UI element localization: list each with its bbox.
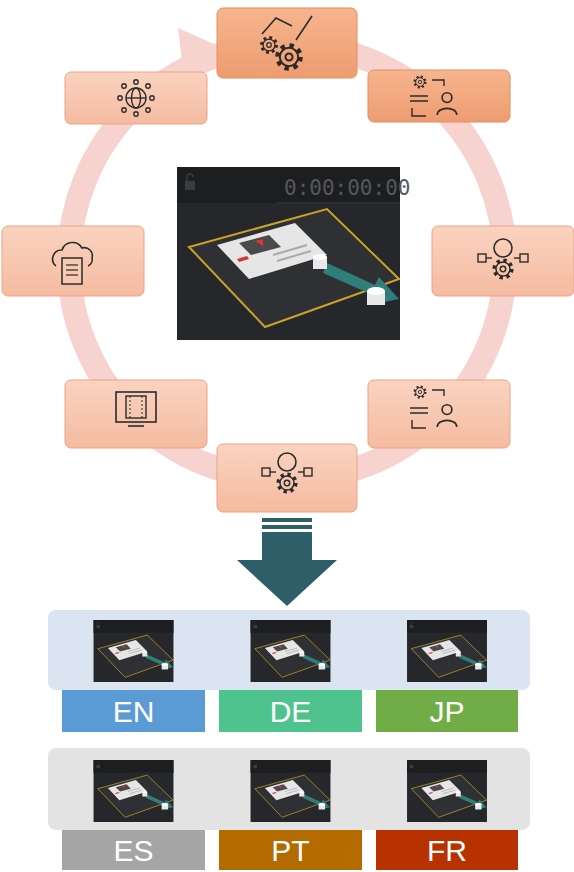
review-icon (410, 77, 457, 116)
step-boxes (2, 8, 574, 512)
language-code: EN (113, 695, 155, 728)
video-thumbnail (407, 620, 487, 682)
cloud-icon (53, 242, 93, 284)
language-box: FR (376, 830, 518, 870)
language-box: PT (219, 830, 362, 870)
video-thumbnail (94, 620, 174, 682)
video-thumbnail (251, 620, 331, 682)
output-band (48, 610, 530, 690)
step-box (368, 380, 510, 448)
globe-icon (118, 80, 154, 116)
down-arrow (237, 518, 337, 606)
video-thumbnail (94, 760, 174, 822)
step-box (2, 226, 144, 296)
step-box (217, 444, 357, 512)
step-box (217, 8, 357, 78)
review-icon (410, 387, 457, 428)
idea-icon (262, 453, 312, 492)
video-icon (116, 392, 156, 426)
step-box (432, 226, 574, 296)
language-box: JP (376, 690, 518, 732)
video-thumbnail (407, 760, 487, 822)
language-code: PT (271, 834, 309, 867)
timecode: 0:00:00:00 (284, 176, 410, 200)
language-box: EN (62, 690, 205, 732)
configure-icon (262, 16, 312, 68)
idea-icon (478, 239, 528, 278)
language-code: DE (270, 695, 312, 728)
video-thumbnail (251, 760, 331, 822)
language-code: JP (429, 695, 464, 728)
step-box (368, 70, 510, 122)
step-box (65, 72, 207, 124)
cycle-arrowhead (178, 28, 214, 62)
step-box (65, 380, 207, 448)
language-code: ES (113, 834, 153, 867)
language-box: DE (219, 690, 362, 732)
output-band (48, 748, 530, 830)
language-box: ES (62, 830, 205, 870)
language-code: FR (427, 834, 467, 867)
